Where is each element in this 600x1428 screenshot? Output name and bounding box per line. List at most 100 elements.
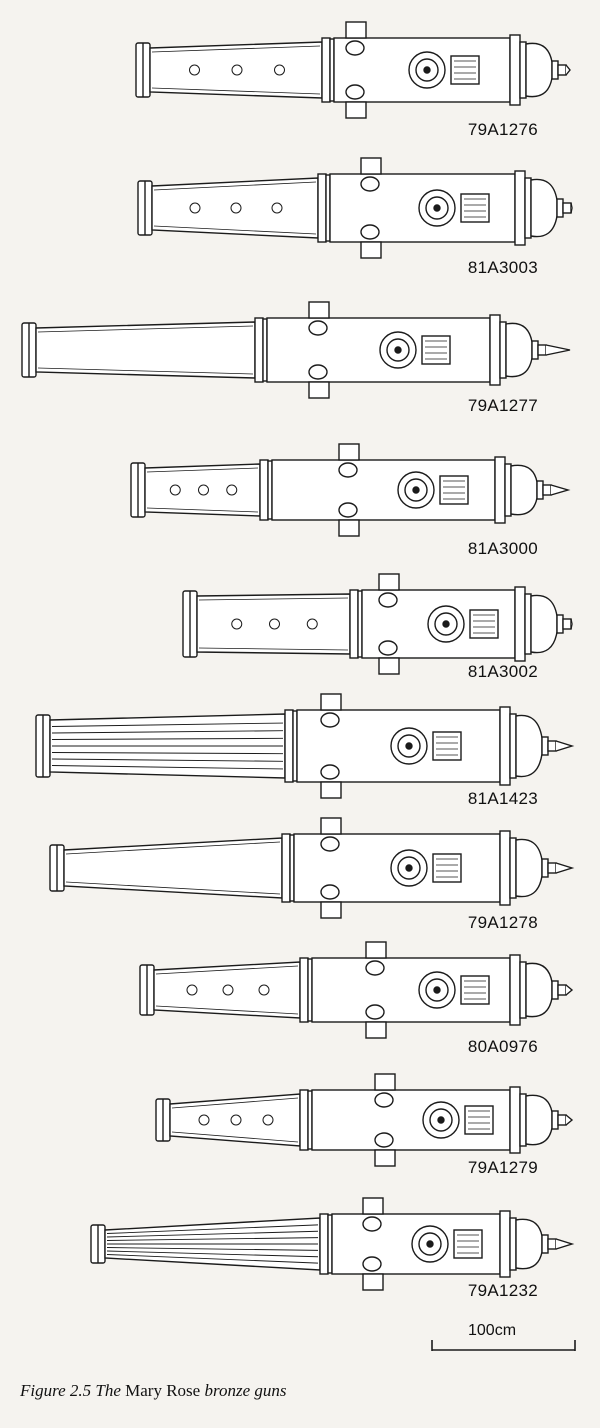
gun-handle xyxy=(365,960,385,976)
gun-ring xyxy=(281,833,291,903)
gun-drawing xyxy=(35,693,575,799)
gun-trunnion xyxy=(320,781,342,799)
gun-flute xyxy=(106,1250,319,1258)
gun-base-ring xyxy=(514,170,526,246)
gun-chase xyxy=(35,321,256,379)
chase-ornament xyxy=(230,1114,242,1126)
gun-cascabel xyxy=(515,838,543,898)
chase-ornament xyxy=(222,984,234,996)
gun-cascabel xyxy=(525,1094,553,1146)
caption-description: bronze guns xyxy=(204,1381,287,1400)
gun-label: 81A3000 xyxy=(467,539,538,558)
gun-trunnion xyxy=(378,573,400,591)
inscription-panel xyxy=(421,335,451,365)
gun-flute xyxy=(106,1254,319,1264)
gun-trunnion xyxy=(320,901,342,919)
gun-base-ring xyxy=(494,456,506,524)
gun-trunnion xyxy=(308,301,330,319)
gun-handle xyxy=(362,1256,382,1272)
gun-cascabel xyxy=(515,714,543,778)
gun-flute xyxy=(51,722,284,727)
gun-handle xyxy=(360,176,380,192)
gun-label: 81A3003 xyxy=(467,258,538,277)
gun-drawing xyxy=(155,1073,574,1167)
scale-bar xyxy=(431,1340,576,1351)
caption-the: The xyxy=(95,1381,121,1400)
gun-handle xyxy=(345,84,365,100)
gun-handle xyxy=(308,320,328,336)
gun-label: 79A1279 xyxy=(467,1158,538,1177)
gun-handle xyxy=(374,1132,394,1148)
gun-cascabel xyxy=(525,42,553,98)
chase-ornament xyxy=(269,618,280,630)
chase-ornament xyxy=(271,202,283,214)
chase-ornament xyxy=(189,64,200,76)
gun-drawing xyxy=(139,941,574,1039)
gun-cascabel xyxy=(515,1218,543,1270)
inscription-panel xyxy=(460,975,490,1005)
gun-trunnion xyxy=(374,1149,396,1167)
gun-drawing xyxy=(135,21,571,119)
gun-flute xyxy=(51,765,284,770)
gun-chase xyxy=(63,837,283,899)
gun-handle xyxy=(338,462,358,478)
gun-base-ring xyxy=(509,1086,521,1154)
gun-flute xyxy=(51,752,284,755)
gun-trunnion xyxy=(365,1021,387,1039)
gun-trunnion xyxy=(345,21,367,39)
gun-drawing xyxy=(49,817,575,919)
gun-reinforce xyxy=(266,317,491,383)
chase-ornament xyxy=(306,618,318,630)
chase-ornament xyxy=(262,1114,274,1126)
gun-handle xyxy=(320,884,340,900)
gun-drawing xyxy=(130,443,571,537)
chase-ornament xyxy=(231,618,243,630)
inscription-panel xyxy=(432,853,462,883)
inscription-panel xyxy=(432,731,462,761)
gun-ring xyxy=(284,709,294,783)
gun-trunnion xyxy=(320,817,342,835)
chase-ornament xyxy=(226,484,238,496)
gun-handle xyxy=(374,1092,394,1108)
gun-flute xyxy=(106,1247,319,1251)
gun-label: 79A1276 xyxy=(467,120,538,139)
gun-drawing xyxy=(90,1197,575,1291)
gun-drawing xyxy=(21,301,571,399)
chase-ornament xyxy=(198,484,209,496)
gun-trunnion xyxy=(365,941,387,959)
gun-flute xyxy=(51,730,284,734)
chase-ornament xyxy=(274,64,285,76)
gun-handle xyxy=(365,1004,385,1020)
chase-ornament xyxy=(231,64,243,76)
gun-label: 79A1277 xyxy=(467,396,538,415)
gun-base-ring xyxy=(489,314,501,386)
inscription-panel xyxy=(464,1105,494,1135)
gun-cascabel xyxy=(530,594,558,654)
gun-trunnion xyxy=(362,1197,384,1215)
gun-base-ring xyxy=(509,34,521,106)
gun-base-ring xyxy=(499,1210,511,1278)
gun-handle xyxy=(320,836,340,852)
chase-ornament xyxy=(169,484,181,496)
gun-base-ring xyxy=(499,830,511,906)
gun-trunnion xyxy=(345,101,367,119)
gun-label: 79A1232 xyxy=(467,1281,538,1300)
caption-figure-number: Figure 2.5 xyxy=(20,1381,92,1400)
gun-drawing xyxy=(182,573,573,675)
gun-handle xyxy=(338,502,358,518)
gun-flute xyxy=(51,737,284,740)
caption-ship-name: Mary Rose xyxy=(125,1381,201,1400)
gun-handle xyxy=(378,640,398,656)
inscription-panel xyxy=(450,55,480,85)
gun-handle xyxy=(320,712,340,728)
gun-label: 80A0976 xyxy=(467,1037,538,1056)
inscription-panel xyxy=(469,609,499,639)
chase-ornament xyxy=(198,1114,210,1126)
gun-flute xyxy=(106,1230,319,1238)
gun-trunnion xyxy=(338,443,360,461)
gun-drawing xyxy=(137,157,573,259)
gun-label: 79A1278 xyxy=(467,913,538,932)
gun-base-ring xyxy=(499,706,511,786)
gun-trunnion xyxy=(378,657,400,675)
